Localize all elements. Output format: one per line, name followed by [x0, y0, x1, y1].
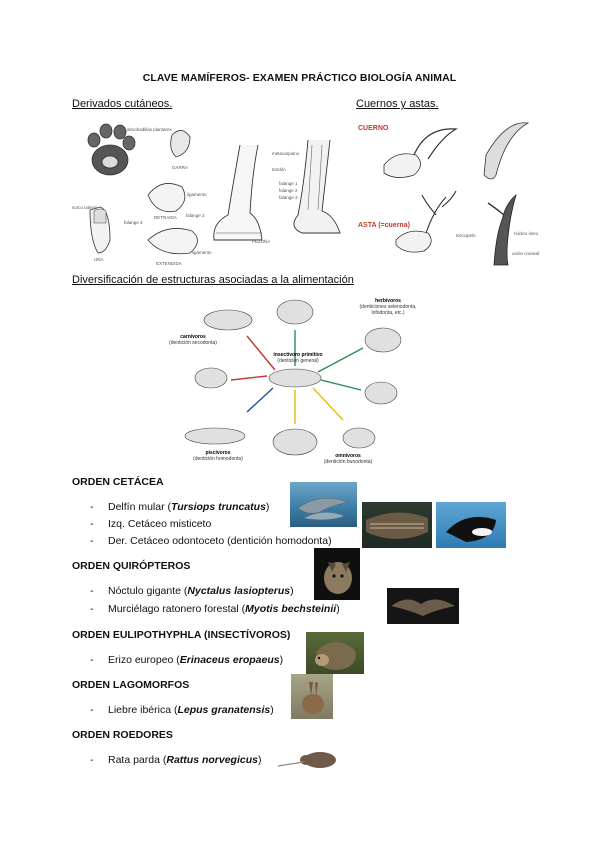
- list-item: -Delfín mular (Tursiops truncatus): [90, 501, 270, 513]
- cuernos-astas-illustration: CUERNO ASTA (=cuerna) terciopelo núcleo …: [356, 115, 546, 270]
- order-quiropteros-heading: ORDEN QUIRÓPTEROS: [72, 560, 191, 572]
- page-title: CLAVE MAMÍFEROS- EXAMEN PRÁCTICO BIOLOGÍ…: [142, 72, 457, 84]
- order-cetacea-heading: ORDEN CETÁCEA: [72, 476, 164, 488]
- label-terciopelo: terciopelo: [456, 233, 476, 238]
- label-falange-1b: falange 1: [279, 181, 298, 186]
- label-falange-2: falange 2: [186, 213, 205, 218]
- diet-arrows: [184, 299, 402, 456]
- label-cuerno: CUERNO: [358, 125, 389, 132]
- label-insectivoro-primitivo: insectívoro primitivo(dentición general): [273, 352, 323, 364]
- section-cuernos-heading: Cuernos y astas.: [356, 98, 439, 110]
- order-lagomorfos-heading: ORDEN LAGOMORFOS: [72, 679, 190, 691]
- label-metacarpiano: metacarpiano: [272, 151, 300, 156]
- order-eulipothyphla-heading: ORDEN EULIPOTHYPHLA (INSECTÍVOROS): [72, 629, 291, 641]
- section-diversificacion-heading: Diversificación de estructuras asociadas…: [72, 274, 354, 286]
- label-falange-2b: falange 2: [279, 188, 298, 193]
- list-item: -Izq. Cetáceo misticeto: [90, 518, 212, 530]
- label-surco-lateral: surco lateral: [72, 205, 97, 210]
- label-omnivoros: omnívoros(dentición bunodonta): [323, 453, 373, 465]
- order-roedores-heading: ORDEN ROEDORES: [72, 729, 173, 741]
- label-asta: ASTA (=cuerna): [358, 222, 410, 229]
- bechstein-bat-photo: [387, 588, 459, 624]
- label-garra: GARRA: [172, 165, 189, 170]
- mysticete-photo: [362, 502, 432, 548]
- list-item: -Murciélago ratonero forestal (Myotis be…: [90, 603, 340, 615]
- hedgehog-photo: [306, 632, 364, 674]
- label-pezuna: PEZUÑA: [252, 239, 271, 244]
- hare-photo: [291, 674, 333, 719]
- label-carnivoros: carnívoros(dentición secodonta): [169, 334, 217, 346]
- list-item: -Erizo europeo (Erinaceus eropaeus): [90, 654, 284, 666]
- odontocete-photo: [436, 502, 506, 548]
- noctule-bat-photo: [314, 548, 360, 600]
- label-falange-3: falange 3: [124, 220, 143, 225]
- label-almohadillas: almohadillas plantares: [127, 127, 172, 132]
- label-piscivoros: piscívoros(dentición homodonta): [193, 450, 243, 462]
- list-item: -Liebre ibérica (Lepus granatensis): [90, 704, 274, 716]
- label-ligamento-1: ligamento: [187, 192, 207, 197]
- label-falange-3b: falange 3: [279, 195, 298, 200]
- label-una: UÑA: [94, 257, 104, 262]
- label-union-craneal: unión craneal: [512, 251, 540, 256]
- derivados-drawing: [87, 123, 341, 255]
- label-herbivoros: herbívoros(denticiones selenodonta, lofo…: [359, 298, 417, 316]
- derivados-cutaneos-illustration: almohadillas plantares GARRA ligamento R…: [72, 115, 342, 270]
- list-item: -Nóctulo gigante (Nyctalus lasiopterus): [90, 585, 294, 597]
- label-ligamento-2: ligamento: [192, 250, 212, 255]
- diet-diversification-diagram: carnívoros(dentición secodonta) herbívor…: [163, 290, 423, 470]
- label-nucleo-oseo: núcleo óseo: [514, 231, 539, 236]
- list-item: -Der. Cetáceo odontoceto (dentición homo…: [90, 535, 332, 547]
- section-derivados-heading: Derivados cutáneos.: [72, 98, 173, 110]
- dolphin-photo: [290, 482, 357, 527]
- label-extendida: EXTENDIDA: [156, 261, 182, 266]
- cuernos-drawing: [383, 122, 530, 266]
- label-retraida: RETRAIDA: [154, 215, 177, 220]
- brown-rat-photo: [276, 744, 346, 774]
- label-tendon: tendón: [272, 167, 286, 172]
- list-item: -Rata parda (Rattus norvegicus): [90, 754, 262, 766]
